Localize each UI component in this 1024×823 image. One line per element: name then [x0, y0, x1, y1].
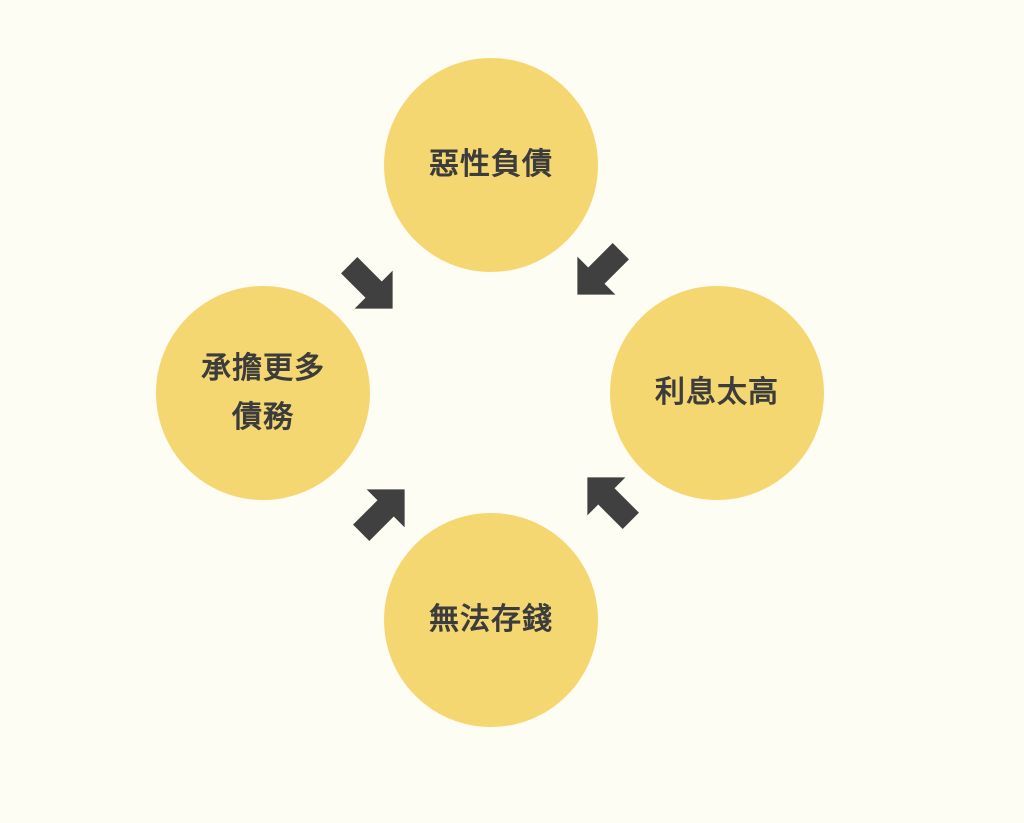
node-label-more-debt: 承擔更多債務 [201, 350, 325, 436]
node-high-interest: 利息太高 [610, 286, 824, 500]
arrow-up-right-icon [338, 254, 402, 318]
node-more-debt: 承擔更多債務 [156, 286, 370, 500]
node-bad-debt: 惡性負債 [384, 58, 598, 272]
node-cannot-save: 無法存錢 [384, 513, 598, 727]
node-label-bad-debt: 惡性負債 [429, 147, 553, 183]
arrow-down-right-icon [568, 240, 632, 304]
node-label-high-interest: 利息太高 [655, 375, 779, 411]
arrow-down-left-icon [578, 468, 642, 532]
node-label-cannot-save: 無法存錢 [429, 602, 553, 638]
arrow-up-left-icon [350, 480, 414, 544]
